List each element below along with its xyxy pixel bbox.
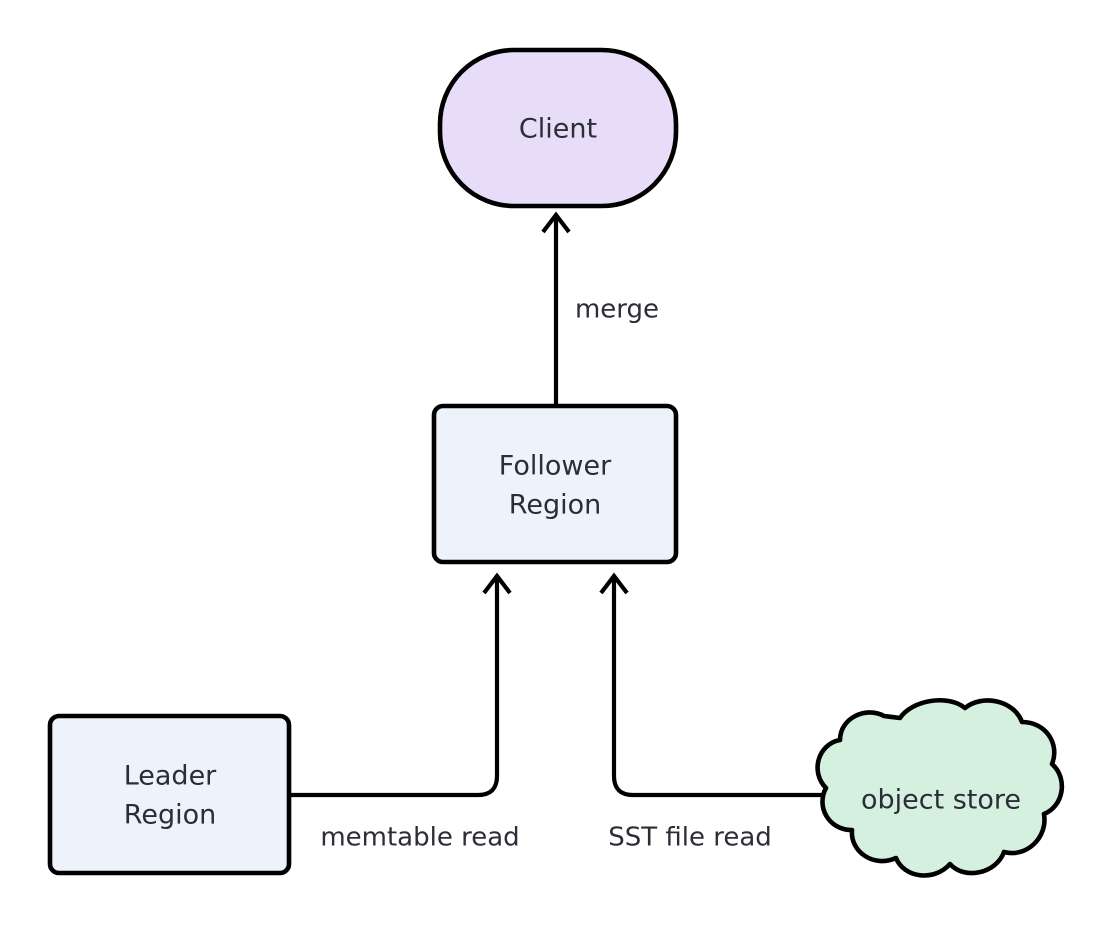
arrow-head-icon — [541, 211, 571, 234]
node-client[interactable]: Client — [437, 47, 679, 209]
edge-follower-to-client — [541, 211, 571, 406]
client-label: Client — [519, 114, 597, 145]
leader-region-label-line2: Region — [124, 800, 216, 831]
node-object-store[interactable]: object store — [815, 698, 1065, 878]
node-follower-region[interactable]: Follower Region — [431, 403, 679, 565]
leader-region-shape[interactable] — [47, 713, 292, 876]
edge-objectstore-to-follower — [599, 572, 822, 798]
edge-line — [290, 578, 500, 798]
edge-label-merge: merge — [575, 295, 659, 325]
edge-label-memtable-read: memtable read — [320, 823, 519, 853]
arrow-head-icon — [599, 572, 629, 595]
edge-line — [611, 578, 822, 798]
arrow-head-icon — [482, 572, 512, 595]
edge-label-sst-file-read: SST file read — [608, 823, 772, 853]
object-store-cloud-shape[interactable] — [815, 698, 1065, 878]
leader-region-label-line1: Leader — [124, 761, 217, 792]
node-leader-region[interactable]: Leader Region — [47, 713, 292, 876]
edge-leader-to-follower — [290, 572, 512, 798]
follower-region-label-line1: Follower — [499, 451, 612, 482]
follower-region-shape[interactable] — [431, 403, 679, 565]
object-store-label: object store — [861, 785, 1021, 816]
follower-region-label-line2: Region — [509, 490, 601, 521]
client-shape[interactable] — [437, 47, 679, 209]
